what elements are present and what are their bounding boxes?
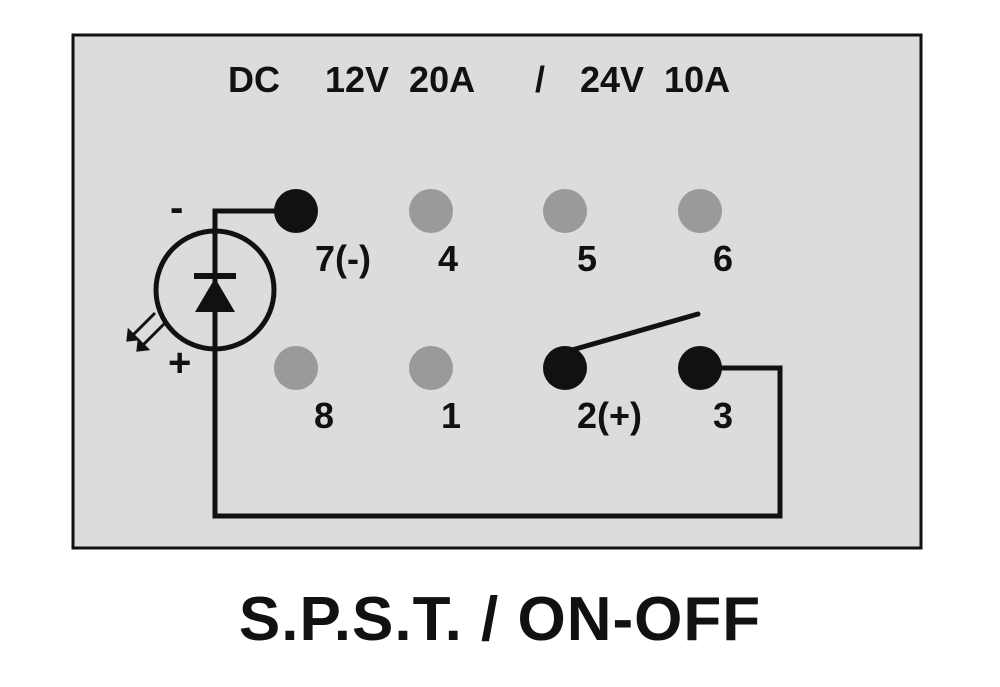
rating-type: DC [228, 59, 280, 100]
pin-1-terminal [409, 346, 453, 390]
pin-6-label: 6 [713, 238, 733, 279]
pin-7-label: 7(-) [315, 238, 371, 279]
rating-option-2: 24V 10A [580, 59, 730, 100]
pin-5-terminal [543, 189, 587, 233]
pin-2-terminal [543, 346, 587, 390]
pin-4-label: 4 [438, 238, 458, 279]
wire-pin7-to-led [212, 208, 296, 247]
rating-option-1: 12V 20A [325, 59, 475, 100]
switch-type-title: S.P.S.T. / ON-OFF [239, 585, 761, 654]
pin-8-label: 8 [314, 395, 334, 436]
diagram-panel [71, 33, 923, 550]
led-minus-sign: - [170, 186, 183, 230]
pin-4-terminal [409, 189, 453, 233]
led-indicator-icon [153, 228, 277, 352]
pin-3-terminal [678, 346, 722, 390]
pin-6-terminal [678, 189, 722, 233]
switch-lever [562, 311, 701, 355]
led-plus-sign: + [168, 341, 191, 385]
pin-1-label: 1 [441, 395, 461, 436]
rating-separator: / [535, 59, 545, 100]
pin-3-label: 3 [713, 395, 733, 436]
pin-2-label: 2(+) [577, 395, 642, 436]
wire-led-to-pin3 [212, 318, 783, 519]
pin-8-terminal [274, 346, 318, 390]
pin-7-terminal [274, 189, 318, 233]
light-emission-arrows-icon [126, 311, 167, 352]
pin-5-label: 5 [577, 238, 597, 279]
